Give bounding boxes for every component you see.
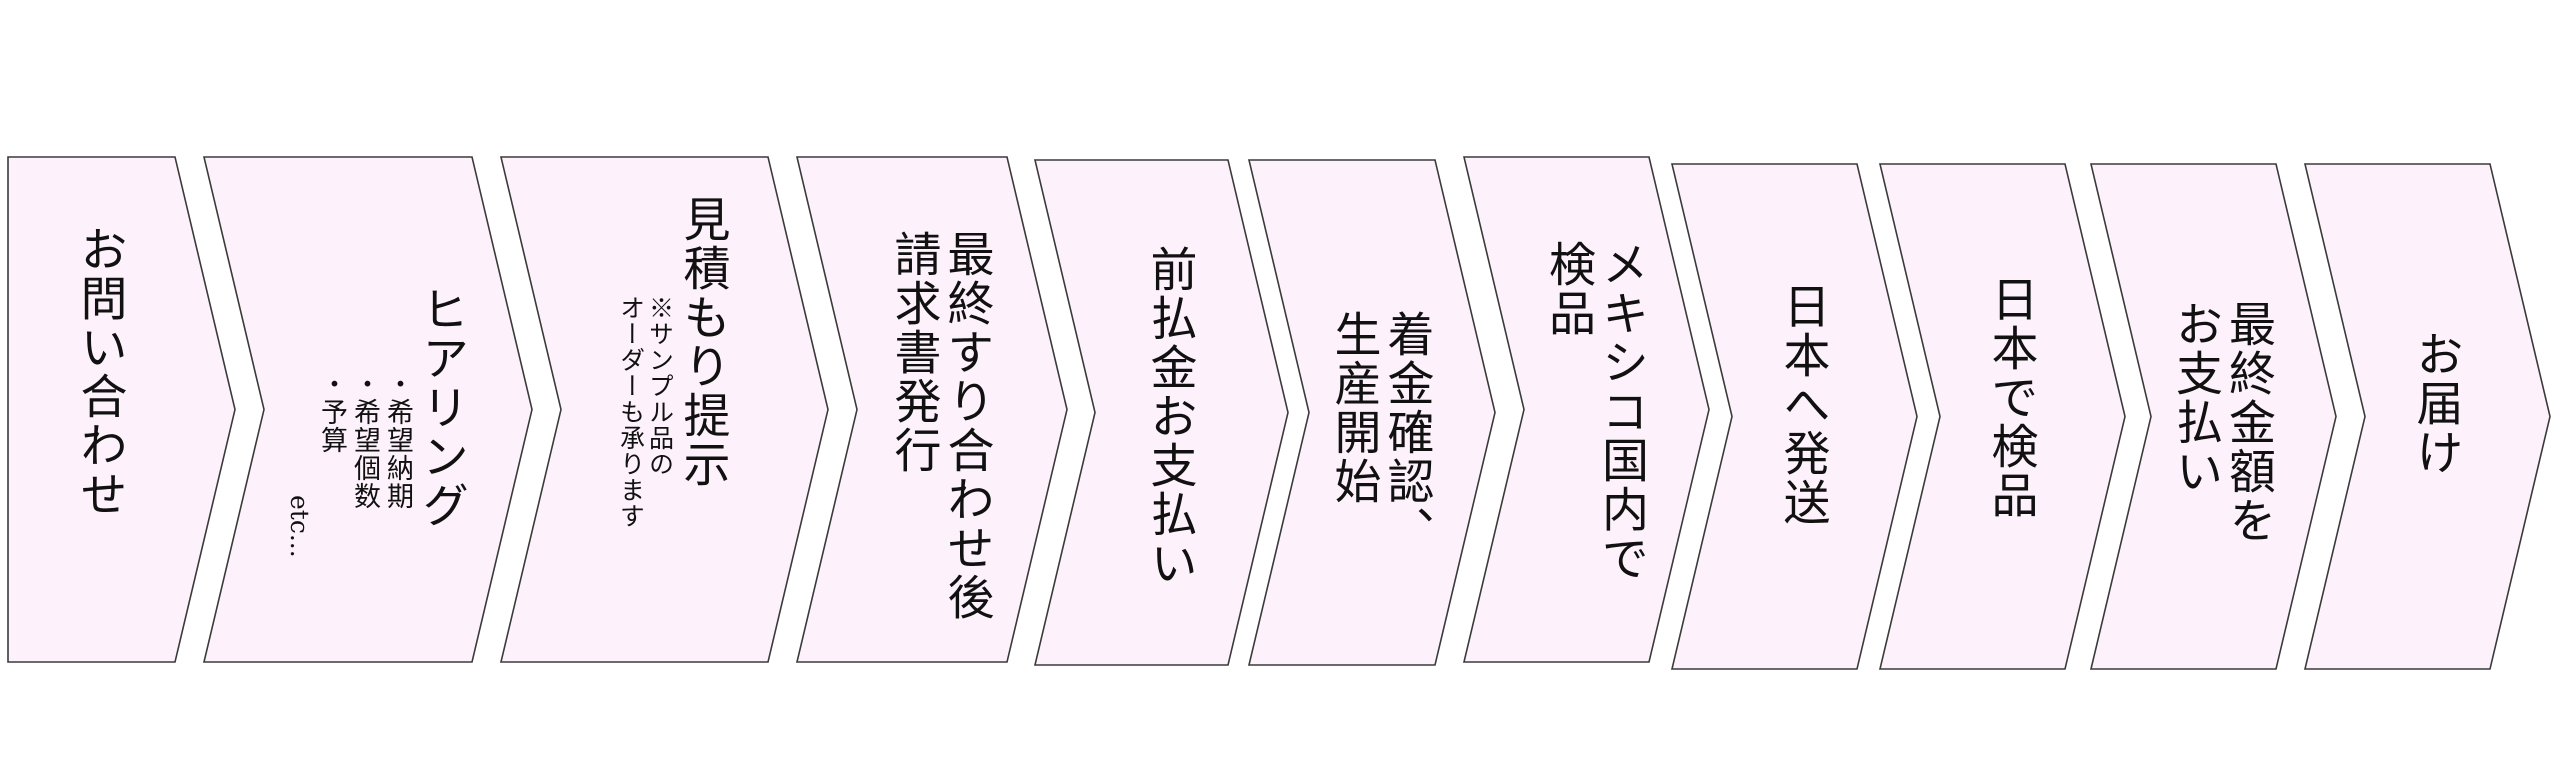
step-text: ヒアリング・希望納期・希望個数・予算 etc... — [264, 285, 487, 558]
step-title-line: 前払金お支払い — [1141, 245, 1197, 588]
chevron-shape — [202, 156, 533, 663]
step-title-line: 着金確認、 — [1378, 310, 1434, 555]
chevron-polygon — [202, 156, 533, 663]
step-title-line: 請求書発行 — [885, 230, 941, 475]
step-text: 日本へ発送 — [1732, 282, 1872, 527]
step-title-line: お支払い — [2167, 300, 2222, 496]
chevron-shape — [795, 156, 1068, 663]
step-title-line: ヒアリング — [413, 285, 468, 530]
step-title-line: 検品 — [1540, 240, 1595, 338]
process-step-3: 見積もり提示※サンプル品のオーダーも承ります — [499, 156, 829, 663]
step-title-line: お届け — [2407, 330, 2463, 477]
chevron-shape — [7, 156, 236, 663]
step-text: 見積もり提示※サンプル品のオーダーも承ります — [561, 195, 783, 529]
process-step-5: 前払金お支払い — [1033, 159, 1289, 666]
step-item-line: ・希望納期 — [382, 370, 413, 510]
step-note-line: ※サンプル品の — [645, 295, 675, 477]
step-note-line: オーダーも承ります — [616, 295, 646, 529]
step-title-line: 最終すり合わせ後 — [938, 230, 994, 622]
chevron-polygon — [1670, 163, 1918, 670]
chevron-polygon — [2089, 163, 2337, 670]
process-step-11: お届け — [2303, 163, 2551, 670]
step-text: メキシコ国内で検品 — [1524, 240, 1664, 583]
chevron-polygon — [1033, 159, 1289, 666]
chevron-shape — [1462, 156, 1710, 663]
step-etc-label: etc... — [285, 495, 314, 558]
chevron-polygon — [1247, 159, 1496, 666]
step-text: 最終すり合わせ後請求書発行 — [857, 230, 1022, 622]
chevron-shape — [1670, 163, 1918, 670]
step-title-line: 生産開始 — [1325, 310, 1381, 506]
chevron-polygon — [1462, 156, 1710, 663]
process-step-4: 最終すり合わせ後請求書発行 — [795, 156, 1068, 663]
chevron-shape — [2303, 163, 2551, 670]
chevron-polygon — [2303, 163, 2551, 670]
step-text: お問い合わせ — [8, 225, 190, 519]
chevron-shape — [499, 156, 829, 663]
process-step-6: 着金確認、生産開始 — [1247, 159, 1496, 666]
chevron-polygon — [499, 156, 829, 663]
process-step-1: お問い合わせ — [7, 156, 236, 663]
chevron-shape — [1247, 159, 1496, 666]
step-item-line: ・希望個数 — [349, 370, 380, 510]
chevron-polygon — [7, 156, 236, 663]
step-text: 日本で検品 — [1940, 275, 2080, 520]
chevron-shape — [1878, 163, 2126, 670]
step-item-line: ・予算 — [316, 370, 347, 454]
step-title-line: お問い合わせ — [71, 225, 127, 519]
process-step-2: ヒアリング・希望納期・希望個数・予算 etc... — [202, 156, 533, 663]
step-title-line: 日本へ発送 — [1774, 282, 1830, 527]
process-step-7: メキシコ国内で検品 — [1462, 156, 1710, 663]
step-title-line: 最終金額を — [2220, 300, 2275, 545]
chevron-polygon — [795, 156, 1068, 663]
process-step-9: 日本で検品 — [1878, 163, 2126, 670]
step-title-line: 見積もり提示 — [674, 195, 730, 489]
chevron-shape — [1033, 159, 1289, 666]
process-step-10: 最終金額をお支払い — [2089, 163, 2337, 670]
step-title-line: 日本で検品 — [1982, 275, 2038, 520]
step-note-group: ※サンプル品のオーダーも承ります — [616, 295, 675, 529]
step-text: 最終金額をお支払い — [2151, 300, 2291, 545]
process-step-8: 日本へ発送 — [1670, 163, 1918, 670]
step-title-line: メキシコ国内で — [1593, 240, 1648, 583]
chevron-polygon — [1878, 163, 2126, 670]
step-text: お届け — [2365, 330, 2505, 477]
step-text: 着金確認、生産開始 — [1309, 310, 1450, 555]
chevron-shape — [2089, 163, 2337, 670]
step-item-group: ・希望納期・希望個数・予算 etc... — [285, 370, 413, 558]
step-text: 前払金お支払い — [1095, 245, 1243, 588]
